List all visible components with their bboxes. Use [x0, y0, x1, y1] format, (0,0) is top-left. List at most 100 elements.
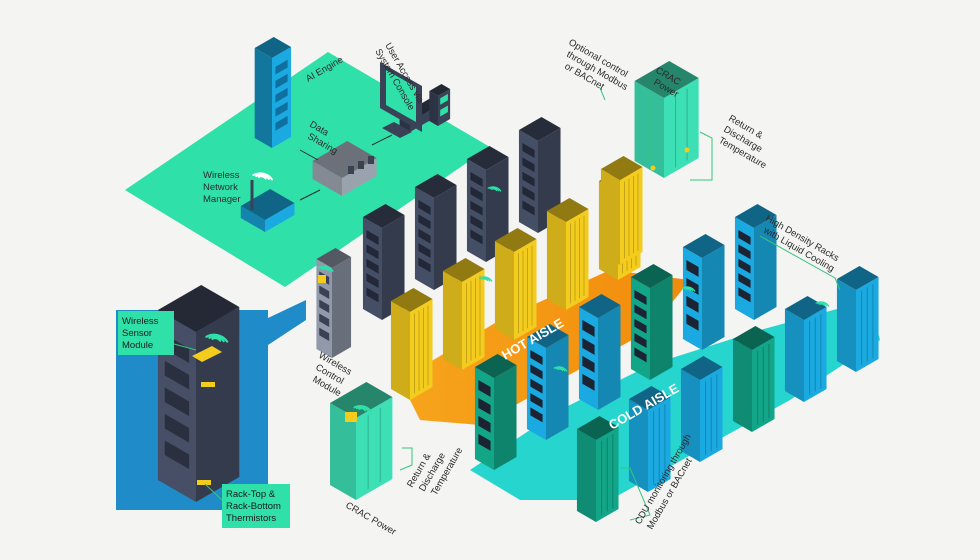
rack-front-5-top-face: [734, 204, 777, 228]
rack-yellow-0-top-face: [390, 288, 433, 312]
rack-front-5-slot: [738, 230, 751, 245]
rack-cold-4: [784, 296, 827, 402]
rack-dark-0-top-face: [362, 204, 405, 228]
rack-wifi-icon-3-arc: [681, 286, 696, 292]
control-wifi-icon-arc: [319, 266, 332, 272]
panel-wifi-icon-arc: [211, 336, 222, 342]
rack-yellow-3: [546, 198, 589, 310]
crac-unit-top-right-face: [664, 78, 699, 178]
rack-front-2-slot: [582, 337, 595, 355]
rack-front-2-slot: [582, 320, 595, 337]
rack-yellow-5-left-face: [600, 169, 620, 265]
rack-front-4-slot: [686, 295, 699, 313]
router-wifi-icon-arc: [257, 175, 267, 180]
rack-dark-3-slot: [522, 200, 535, 216]
rack-front-3-slot: [634, 318, 647, 334]
console-unit-top-face: [429, 84, 451, 96]
rack-control-slot: [319, 285, 330, 299]
rack-front-0: [474, 354, 517, 470]
crac-unit-bottom-left-face: [330, 403, 356, 500]
rack-wifi-icon-0: [487, 186, 502, 192]
data-hub-port: [348, 166, 354, 174]
crac-bottom-wifi-icon-arc: [355, 406, 370, 412]
rack-wifi-icon-1: [478, 276, 493, 282]
rack-front-5-slot: [738, 244, 751, 260]
rack-cold-5-top-face: [836, 266, 879, 290]
rack-control-right-face: [332, 257, 352, 358]
rack-control: [316, 248, 352, 358]
rack-wifi-icon-3-arc: [683, 287, 694, 292]
ai-engine-server: [254, 37, 292, 148]
rack-front-1: [526, 324, 569, 440]
rack-yellow-5: [600, 156, 643, 265]
rack-front-3-right-face: [650, 275, 673, 380]
rack-wifi-icon-0-arc: [489, 187, 500, 192]
rack-front-2-top-face: [578, 294, 621, 318]
wsm-label-box: [118, 311, 174, 355]
ai-engine-server-slot: [275, 87, 288, 103]
rack-front-3-slot: [634, 290, 647, 305]
rack-control-slot: [319, 327, 330, 342]
router-wifi-icon-arc: [252, 172, 274, 181]
ai-engine-server-slot: [275, 59, 288, 75]
rack-front-0-top-face: [474, 354, 517, 378]
rack-yellow-2-top-face: [494, 228, 537, 252]
rack-dark-2-right-face: [486, 157, 509, 262]
rack-wifi-icon-0-arc: [487, 186, 502, 192]
rack-cold-0-left-face: [576, 429, 596, 522]
rack-front-3-top-face: [630, 264, 673, 288]
rack-cold-2: [680, 356, 723, 462]
crac-unit-bottom-right-face: [356, 397, 393, 500]
console-screen: [386, 70, 416, 122]
ai-engine-server-slot: [275, 115, 288, 131]
rack-front-0-slot: [478, 433, 491, 451]
rack-front-3-slot: [634, 347, 647, 363]
rack-wifi-icon-2-arc: [557, 368, 564, 372]
rack-yellow-1-left-face: [442, 271, 462, 370]
panel-rack-top-face: [157, 285, 240, 332]
label-wnm-line3: Manager: [203, 194, 241, 205]
rack-dark-1-slot: [418, 214, 431, 230]
label-thermo-line3: Thermistors: [226, 513, 276, 524]
rack-wifi-icon-4-arc: [817, 302, 828, 307]
rack-yellow-0-right-face: [410, 299, 433, 400]
panel-rack-slot: [164, 360, 190, 390]
panel-rack-slot: [164, 387, 190, 417]
rack-front-0-slot: [478, 380, 491, 397]
rack-front-4-left-face: [682, 247, 702, 350]
rack-front-2-slot: [582, 373, 595, 391]
rack-dark-0-right-face: [382, 215, 405, 320]
leader-cdu: [620, 467, 651, 521]
rack-front-5-slot: [738, 287, 751, 303]
rack-yellow-1-right-face: [462, 269, 485, 370]
panel-rack-slot: [164, 413, 190, 443]
rack-wifi-icon-2-arc: [555, 367, 566, 372]
panel-wifi-icon: [205, 333, 229, 343]
rack-front-0-slot: [478, 415, 491, 433]
label-thermo-line2: Rack-Bottom: [226, 501, 281, 512]
rack-cold-2-top-face: [680, 356, 723, 380]
rack-front-2-slot: [582, 355, 595, 373]
rack-cold-4-left-face: [784, 309, 804, 402]
rack-cold-3-top-face: [732, 326, 775, 350]
rack-wifi-icon-3-arc: [685, 288, 692, 292]
label-wsm-line2: Sensor: [122, 328, 152, 339]
label-wnm-line2: Network: [203, 182, 238, 193]
console-keyboard: [382, 122, 412, 138]
leader-rdt-bottom: [399, 447, 413, 471]
rack-cold-3-left-face: [732, 339, 752, 432]
rack-dark-3-slot: [522, 186, 535, 202]
rack-front-4-slot: [686, 313, 699, 331]
rack-dark-0-slot: [366, 258, 379, 274]
rack-yellow-2-left-face: [494, 241, 514, 340]
rack-front-1-slot: [530, 407, 543, 423]
leader-rdt-top: [690, 131, 713, 181]
label-wsm-line3: Module: [122, 340, 153, 351]
rack-yellow-2: [494, 228, 537, 340]
leader-high-density: [759, 235, 841, 291]
label-crac-power-bottom: CRAC Power: [344, 500, 398, 538]
rack-cold-5-left-face: [836, 279, 856, 372]
crac-unit-bottom-top-face: [330, 382, 393, 418]
rack-front-2-left-face: [578, 307, 598, 410]
